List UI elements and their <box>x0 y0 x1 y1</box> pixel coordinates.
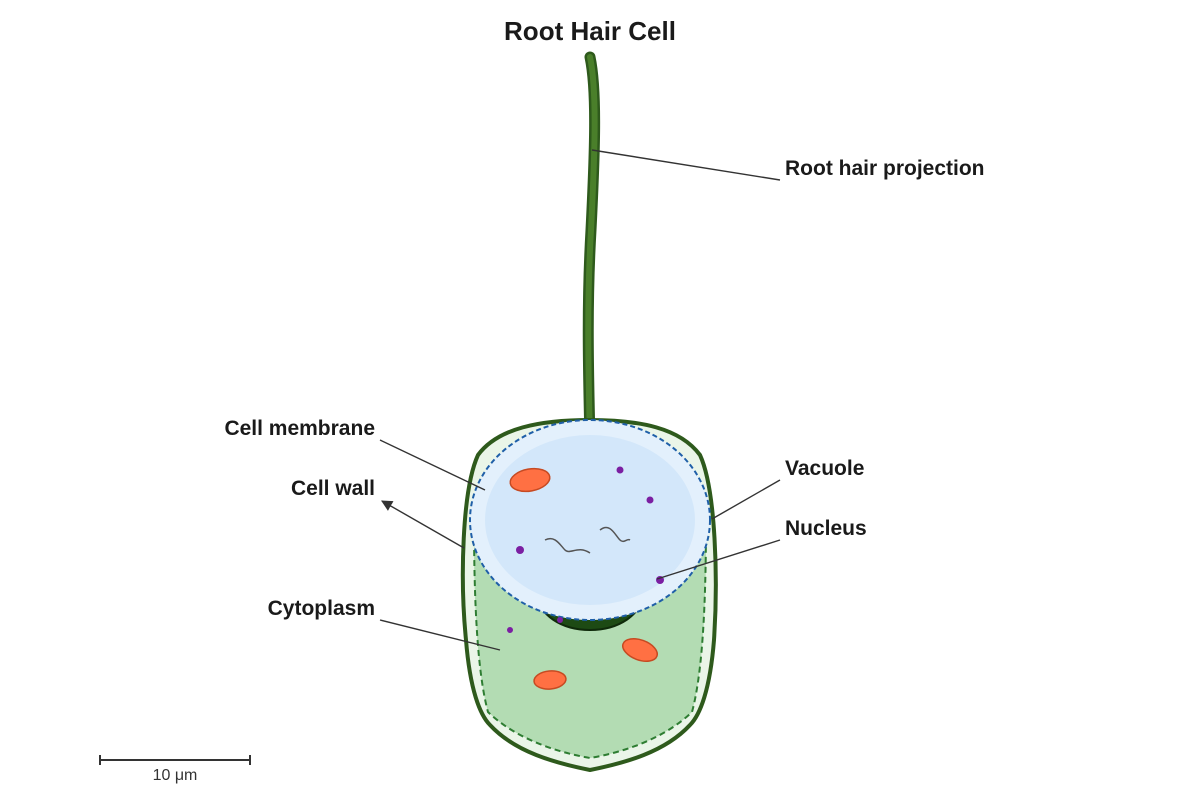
leader-cytoplasm <box>379 619 501 651</box>
label-vacuole: Vacuole <box>785 457 864 480</box>
cell-membrane <box>473 519 707 760</box>
scale-bar: 10 μm <box>99 755 251 784</box>
leader-nucleus <box>656 539 781 580</box>
organelle <box>509 467 551 493</box>
leader-cell-membrane <box>379 439 486 491</box>
label-root-hair-projection: Root hair projection <box>785 157 985 180</box>
leader-vacuole <box>711 479 781 520</box>
root-hair-projection-core <box>585 54 598 443</box>
leader-root-hair-projection <box>591 149 781 181</box>
label-cell-membrane: Cell membrane <box>224 417 375 440</box>
organelle <box>621 638 659 662</box>
label-nucleus: Nucleus <box>785 517 867 540</box>
strand <box>544 538 591 554</box>
granule <box>616 466 624 474</box>
organelle <box>533 670 567 690</box>
granule <box>646 496 654 504</box>
diagram-title: Root Hair Cell <box>504 16 676 46</box>
strand <box>599 526 631 543</box>
granule <box>557 617 563 623</box>
label-cytoplasm: Cytoplasm <box>268 597 375 620</box>
leader-cell-wall <box>381 500 465 549</box>
granule <box>516 546 524 554</box>
label-cell-wall: Cell wall <box>291 477 375 500</box>
scale-bar-label: 10 μm <box>153 767 198 784</box>
granule <box>507 627 513 633</box>
